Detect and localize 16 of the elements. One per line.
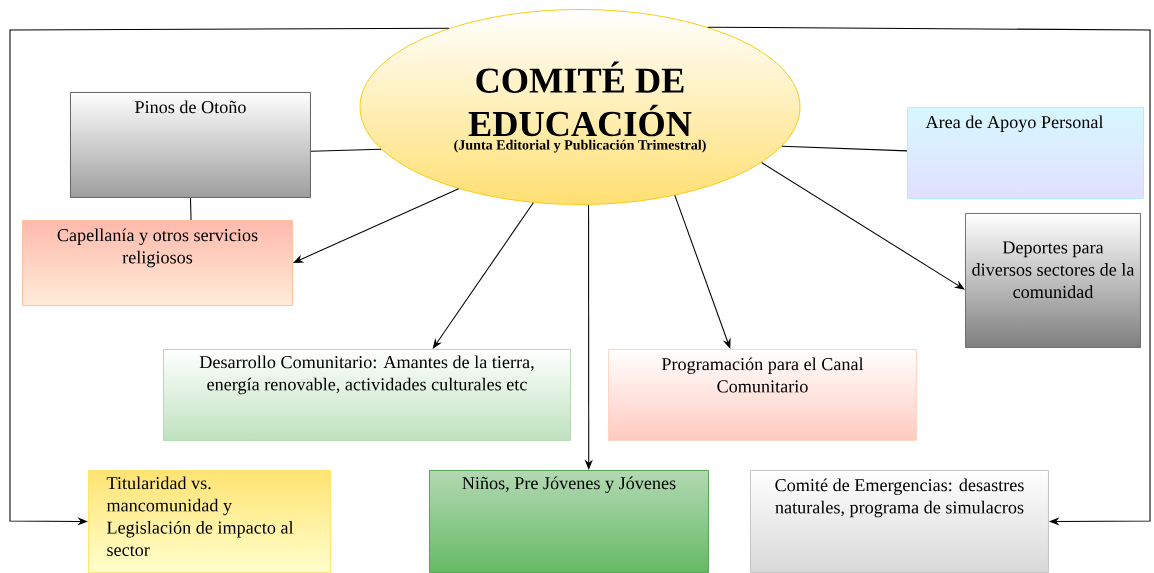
arrow (432, 202, 534, 349)
arrow (761, 162, 965, 290)
process-box: Desarrollo Comunitario: Amantes de la tierra, energía renovable, actividades culturales etc (163, 349, 571, 441)
process-box: Area de Apoyo Personal (907, 107, 1144, 199)
process-box: Titularidad vs. mancomunidad y Legislación de impacto al sector (88, 470, 331, 573)
connector-line (310, 148, 382, 152)
connector-line (781, 145, 908, 152)
process-box: Capellanía y otros servicios religiosos (22, 220, 293, 306)
process-box: Comité de Emergencias: desastres naturales, programa de simulacros (750, 470, 1049, 573)
connector-line (189, 197, 192, 221)
process-box: Deportes para diversos sectores de la comunidad (965, 213, 1141, 348)
process-box: Niños, Pre Jóvenes y Jóvenes (429, 470, 709, 573)
arrow (674, 194, 731, 349)
process-box: Programación para el Canal Comunitario (608, 349, 917, 441)
process-box: Pinos de Otoño (70, 92, 311, 198)
arrow (707, 26, 1151, 526)
